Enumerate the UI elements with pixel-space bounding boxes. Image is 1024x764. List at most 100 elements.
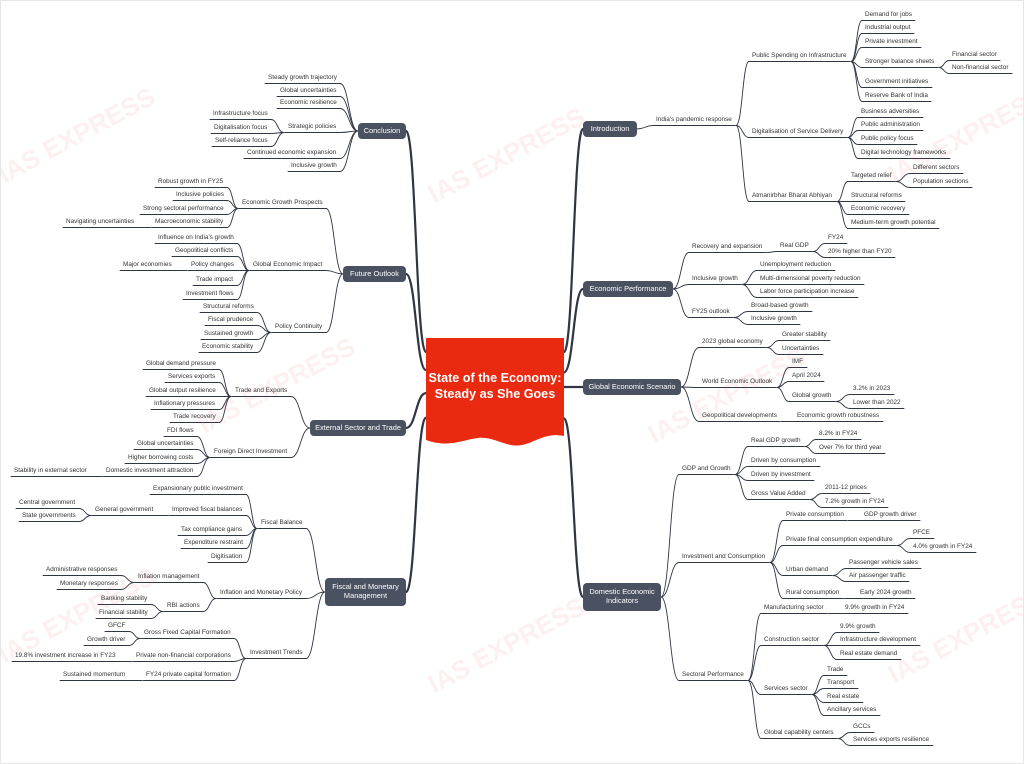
node-dei-pfce[interactable]: PFCE [913,529,931,536]
node-ges-uncertainties[interactable]: Uncertainties [782,345,820,352]
node-ges-global-growth[interactable]: Global growth [792,392,832,399]
node-fo-influence[interactable]: Influence on India's growth [158,234,234,241]
node-fo-structural[interactable]: Structural reforms [203,303,254,310]
node-ep-recovery[interactable]: Recovery and expansion [692,243,763,250]
node-dei-sectoral[interactable]: Sectoral Performance [682,671,744,678]
node-ges-imf[interactable]: IMF [792,358,804,365]
node-est-borrow[interactable]: Higher borrowing costs [128,454,194,461]
node-con-global[interactable]: Global uncertainties [280,87,337,94]
node-intro-targeted[interactable]: Targeted relief [851,172,892,179]
node-est-dia[interactable]: Domestic investment attraction [106,467,194,474]
node-ges-april[interactable]: April 2024 [792,372,821,379]
node-est-te[interactable]: Trade and Exports [235,387,288,394]
main-node-future-outlook[interactable]: Future Outlook [343,266,406,282]
node-fmm-tax[interactable]: Tax compliance gains [181,526,243,533]
node-dei-real-demand[interactable]: Real estate demand [840,650,898,657]
node-ep-poverty[interactable]: Multi-dimensional poverty reduction [760,275,861,282]
node-est-gu[interactable]: Global uncertainties [137,440,194,447]
node-con-continued[interactable]: Continued economic expansion [247,149,337,156]
node-fo-incl-pol[interactable]: Inclusive policies [176,191,224,198]
node-intro-digital[interactable]: Digitalisation of Service Delivery [752,128,844,135]
node-fo-sustained[interactable]: Sustained growth [204,330,254,337]
node-fmm-gfcf-full[interactable]: Gross Fixed Capital Formation [144,629,231,636]
node-ep-fy24[interactable]: FY24 [828,234,844,241]
node-dei-rural[interactable]: Rural consumption [786,589,840,596]
node-dei-infra-dev[interactable]: Infrastructure development [840,636,917,643]
node-intro-medium[interactable]: Medium-term growth potential [851,219,936,226]
node-con-self[interactable]: Self-reliance focus [215,137,268,144]
node-con-resilience[interactable]: Economic resilience [280,99,337,106]
node-fo-egp[interactable]: Economic Growth Prospects [242,199,323,206]
main-node-conclusion[interactable]: Conclusion [358,123,406,139]
main-node-external-sector-and-trade[interactable]: External Sector and Trade [310,420,406,436]
main-node-global-economic-scenario[interactable]: Global Economic Scenario [583,379,681,395]
node-est-gdp[interactable]: Global demand pressure [146,360,216,367]
node-con-digital[interactable]: Digitalisation focus [214,124,268,131]
node-fmm-restraint[interactable]: Expenditure restraint [184,539,243,546]
node-dei-99b[interactable]: 9.9% growth [840,623,876,630]
node-est-infl[interactable]: Inflationary pressures [154,400,216,407]
node-fmm-rbi[interactable]: RBI actions [167,602,200,609]
node-fmm-exp[interactable]: Expansionary public investment [153,485,243,492]
node-fmm-gg[interactable]: General government [95,506,154,513]
node-dei-services[interactable]: Services sector [764,685,808,692]
node-fmm-fb[interactable]: Fiscal Balance [261,519,303,526]
node-fmm-fin-stab[interactable]: Financial stability [99,609,148,616]
node-fmm-sustained[interactable]: Sustained momentum [63,671,126,678]
node-est-stability[interactable]: Stability in external sector [14,467,87,474]
node-fo-inv-flows[interactable]: Investment flows [186,290,234,297]
node-ep-incl[interactable]: Inclusive growth [751,315,797,322]
node-intro-govt[interactable]: Government initiatives [865,78,929,85]
node-intro-business[interactable]: Business adversities [861,108,920,115]
node-fmm-digit[interactable]: Digitisation [211,553,243,560]
node-est-fdi-flows[interactable]: FDI flows [167,427,194,434]
node-ep-20pct[interactable]: 20% higher than FY20 [828,248,892,255]
node-intro-infra[interactable]: Public Spending on Infrastructure [752,52,847,59]
main-node-domestic-economic-indicators[interactable]: Domestic Economic Indicators [583,583,661,611]
node-intro-dtf[interactable]: Digital technology frameworks [861,149,947,156]
node-dei-mfg[interactable]: Manufacturing sector [764,604,824,611]
node-ep-inclusive[interactable]: Inclusive growth [692,275,738,282]
node-ep-broad[interactable]: Broad-based growth [751,302,809,309]
node-fmm-growth-driver[interactable]: Growth driver [87,636,126,643]
node-fo-trade[interactable]: Trade impact [196,276,234,283]
node-intro-nonfin[interactable]: Non-financial sector [952,64,1009,71]
node-fmm-banking[interactable]: Banking stability [101,595,148,602]
node-ges-2023[interactable]: 2023 global economy [702,338,763,345]
node-con-strategic[interactable]: Strategic policies [288,123,337,130]
node-fo-navigating[interactable]: Navigating uncertainties [66,218,135,225]
node-dei-priv-cons[interactable]: Private consumption [786,511,844,518]
node-dei-72[interactable]: 7.2% growth in FY24 [825,498,885,505]
node-fmm-admin[interactable]: Administrative responses [46,566,118,573]
node-fo-policy[interactable]: Policy changes [191,261,234,268]
node-est-svc[interactable]: Services exports [168,373,216,380]
node-dei-gdp[interactable]: GDP and Growth [682,465,731,472]
node-fo-geo[interactable]: Geopolitical conflicts [175,247,234,254]
node-dei-consumption[interactable]: Driven by consumption [751,457,817,464]
node-dei-99a[interactable]: 9.9% growth in FY24 [845,604,905,611]
node-intro-public-admin[interactable]: Public administration [861,121,920,128]
node-dei-pfce-full[interactable]: Private final consumption expenditure [786,536,893,543]
node-fo-strong[interactable]: Strong sectoral performance [143,205,224,212]
node-fmm-fy24[interactable]: FY24 private capital formation [146,671,231,678]
node-dei-82[interactable]: 8.2% in FY24 [819,430,858,437]
node-dei-40[interactable]: 4.0% growth in FY24 [913,543,973,550]
node-intro-structural[interactable]: Structural reforms [851,192,902,199]
node-ges-weo[interactable]: World Economic Outlook [702,378,773,385]
node-fo-robust[interactable]: Robust growth in FY25 [158,178,224,185]
node-intro-private-inv[interactable]: Private investment [865,38,918,45]
node-est-gor[interactable]: Global output resilience [149,387,216,394]
node-intro-recovery[interactable]: Economic recovery [851,205,906,212]
node-dei-gccs[interactable]: GCCs [853,723,871,730]
node-con-infra[interactable]: Infrastructure focus [213,110,268,117]
node-fmm-state[interactable]: State governments [22,512,76,519]
node-fmm-central[interactable]: Central government [19,499,76,506]
node-intro-population[interactable]: Population sections [913,178,969,185]
node-ges-lower[interactable]: Lower than 2022 [853,399,901,406]
node-dei-over7[interactable]: Over 7% for third year [819,444,882,451]
node-intro-balance[interactable]: Stronger balance sheets [865,58,935,65]
node-ges-32[interactable]: 3.2% in 2023 [853,385,891,392]
node-dei-ancillary[interactable]: Ancillary services [827,706,877,713]
main-node-introduction[interactable]: Introduction [583,121,637,137]
node-intro-jobs[interactable]: Demand for jobs [865,11,912,18]
